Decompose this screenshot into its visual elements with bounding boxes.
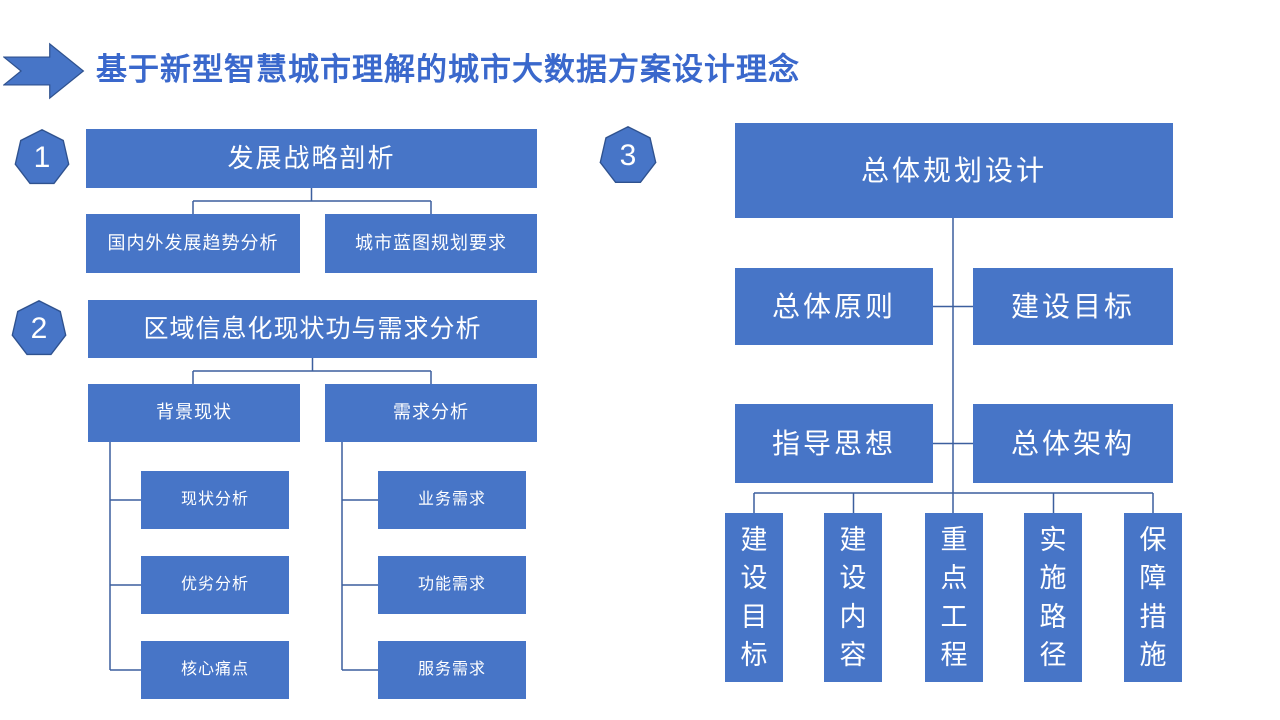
box-pros-cons-analysis: 优劣分析 xyxy=(141,556,289,614)
box-status-analysis: 现状分析 xyxy=(141,471,289,529)
box-functional-needs: 功能需求 xyxy=(378,556,526,614)
section-1-badge: 1 xyxy=(14,129,70,185)
pillar-label: 实施路径 xyxy=(1039,524,1067,670)
section-3-badge: 3 xyxy=(599,126,657,183)
box-regional-header: 区域信息化现状功与需求分析 xyxy=(88,300,537,358)
pillar-label: 建设内容 xyxy=(839,524,867,670)
connector-background-branch xyxy=(109,442,141,671)
box-trend-analysis: 国内外发展趋势分析 xyxy=(86,214,300,273)
pillar-construction-content: 建设内容 xyxy=(824,513,882,682)
box-overall-architecture: 总体架构 xyxy=(973,404,1173,483)
connector-pillar-distributor xyxy=(753,492,1154,513)
pillar-label: 重点工程 xyxy=(940,524,968,670)
box-strategy-header: 发展战略剖析 xyxy=(86,129,537,188)
pillar-label: 建设目标 xyxy=(740,524,768,670)
pillar-key-projects: 重点工程 xyxy=(925,513,983,682)
connector-section1-tree xyxy=(192,188,432,214)
pillar-label: 保障措施 xyxy=(1139,524,1167,670)
box-construction-goals: 建设目标 xyxy=(973,268,1173,345)
section-2-badge: 2 xyxy=(11,300,67,356)
box-overall-principles: 总体原则 xyxy=(735,268,933,345)
page-title: 基于新型智慧城市理解的城市大数据方案设计理念 xyxy=(96,52,800,87)
section-1-badge-number: 1 xyxy=(16,130,68,183)
box-service-needs: 服务需求 xyxy=(378,641,526,699)
box-blueprint-requirements: 城市蓝图规划要求 xyxy=(325,214,537,273)
section-3-badge-number: 3 xyxy=(601,127,655,182)
box-guiding-ideology: 指导思想 xyxy=(735,404,933,483)
pillar-construction-goals: 建设目标 xyxy=(725,513,783,682)
section-2-badge-number: 2 xyxy=(13,301,65,354)
right-arrow-icon xyxy=(3,42,85,100)
title-row: 基于新型智慧城市理解的城市大数据方案设计理念 xyxy=(0,0,1280,110)
box-background-status: 背景现状 xyxy=(88,384,300,442)
box-planning-header: 总体规划设计 xyxy=(735,123,1173,218)
box-business-needs: 业务需求 xyxy=(378,471,526,529)
pillar-safeguard-measures: 保障措施 xyxy=(1124,513,1182,682)
pillar-implementation-path: 实施路径 xyxy=(1024,513,1082,682)
box-core-pain-points: 核心痛点 xyxy=(141,641,289,699)
box-demand-analysis: 需求分析 xyxy=(325,384,537,442)
connector-demand-branch xyxy=(341,442,378,671)
connector-section2-tree xyxy=(192,358,432,384)
